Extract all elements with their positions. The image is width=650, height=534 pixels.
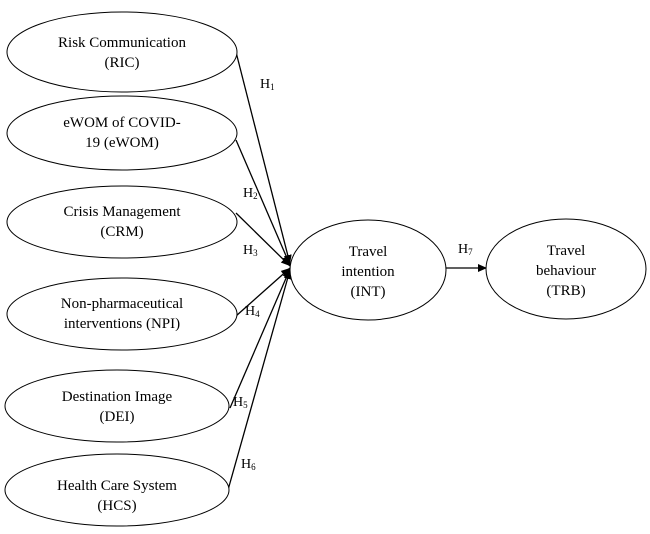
edge-dei-int: [229, 268, 291, 409]
hypothesis-label-h4: H4: [245, 304, 260, 319]
edge-npi-int: [235, 267, 291, 317]
node-label-line1: Travel: [349, 244, 388, 260]
node-label-line1: Crisis Management: [63, 204, 181, 220]
node-label-line2: intention: [341, 264, 395, 280]
edge-hcs-int: [227, 269, 292, 491]
node-label-line1: Non-pharmaceutical: [61, 296, 183, 312]
node-crisis-management: Crisis Management (CRM): [6, 185, 238, 259]
node-label-line1: Travel: [547, 243, 586, 259]
node-non-pharmaceutical-interventions: Non-pharmaceutical interventions (NPI): [6, 277, 238, 351]
node-label-line1: Destination Image: [62, 389, 173, 405]
node-label-line2: (RIC): [105, 55, 140, 71]
node-label-line1: eWOM of COVID-: [63, 115, 180, 131]
node-travel-intention: Travel intention (INT): [289, 219, 447, 321]
hypothesis-label-h1: H1: [260, 77, 275, 92]
hypothesis-label-h5: H5: [233, 395, 248, 410]
node-label-line3: (TRB): [546, 283, 585, 299]
hypothesis-label-h3: H3: [243, 243, 258, 258]
node-label-line2: (DEI): [100, 409, 135, 425]
edge-crm-int: [235, 212, 291, 267]
node-label-line1: Risk Communication: [58, 35, 186, 51]
edge-ewom-int: [235, 139, 291, 266]
node-label-line2: interventions (NPI): [64, 316, 180, 332]
hypothesis-label-h2: H2: [243, 186, 258, 201]
node-travel-behaviour: Travel behaviour (TRB): [485, 218, 647, 320]
node-label-line1: Health Care System: [57, 478, 177, 494]
node-destination-image: Destination Image (DEI): [4, 369, 230, 443]
node-risk-communication: Risk Communication (RIC): [6, 11, 238, 93]
hypothesis-label-h7: H7: [458, 242, 473, 257]
node-label-line2: (CRM): [100, 224, 143, 240]
node-label-line2: (HCS): [97, 498, 136, 514]
hypothesis-label-h6: H6: [241, 457, 256, 472]
node-label-line3: (INT): [351, 284, 386, 300]
node-label-line2: 19 (eWOM): [85, 135, 159, 151]
node-health-care-system: Health Care System (HCS): [4, 453, 230, 527]
node-ewom: eWOM of COVID- 19 (eWOM): [6, 95, 238, 171]
edge-ric-int: [235, 51, 292, 265]
node-label-line2: behaviour: [536, 263, 596, 279]
